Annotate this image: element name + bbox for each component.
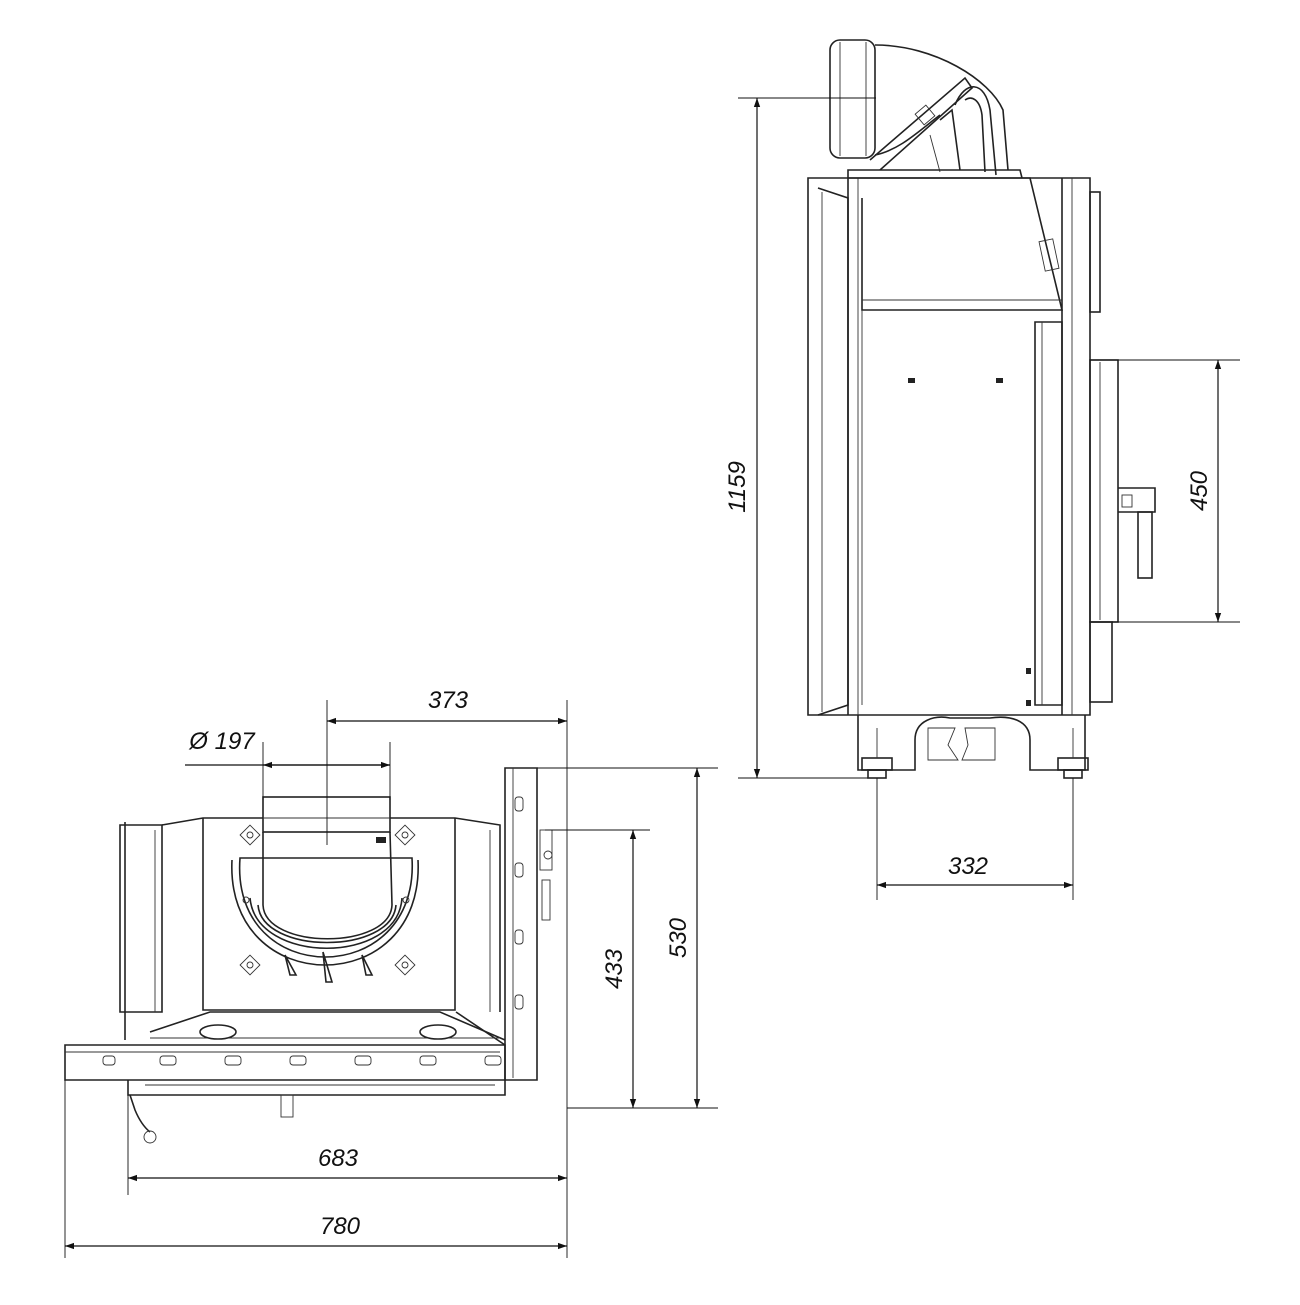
side-base [857,715,1086,771]
post-slots [514,796,524,1010]
top-view [64,767,553,1144]
flue-pipe [262,796,391,833]
firebox-outer [119,824,163,1013]
right-post [504,767,538,1081]
side-dimensions: 1159 450 332 [724,97,1240,900]
side-body-outer [807,177,1091,716]
dim-total-height: 1159 [724,461,751,513]
dim-inner-width: 683 [318,1145,359,1172]
dim-door-height: 450 [1186,470,1213,511]
front-flange [64,1044,506,1081]
bottom-mechanism [127,1080,506,1144]
side-door [1089,359,1156,703]
flange-slots [102,1055,502,1066]
dim-flue-diameter: Ø 197 [188,728,256,755]
top-dimensions: 373 Ø 197 433 530 683 780 [64,687,718,1258]
side-view [807,39,1156,779]
flue-elbow [829,39,1009,176]
dim-outer-width: 780 [320,1213,361,1240]
dim-flue-offset: 373 [428,687,469,714]
dim-outer-depth: 530 [665,917,692,958]
dim-inner-depth: 433 [601,948,628,989]
flue-collar [231,796,419,983]
dim-foot-spacing: 332 [948,853,988,880]
